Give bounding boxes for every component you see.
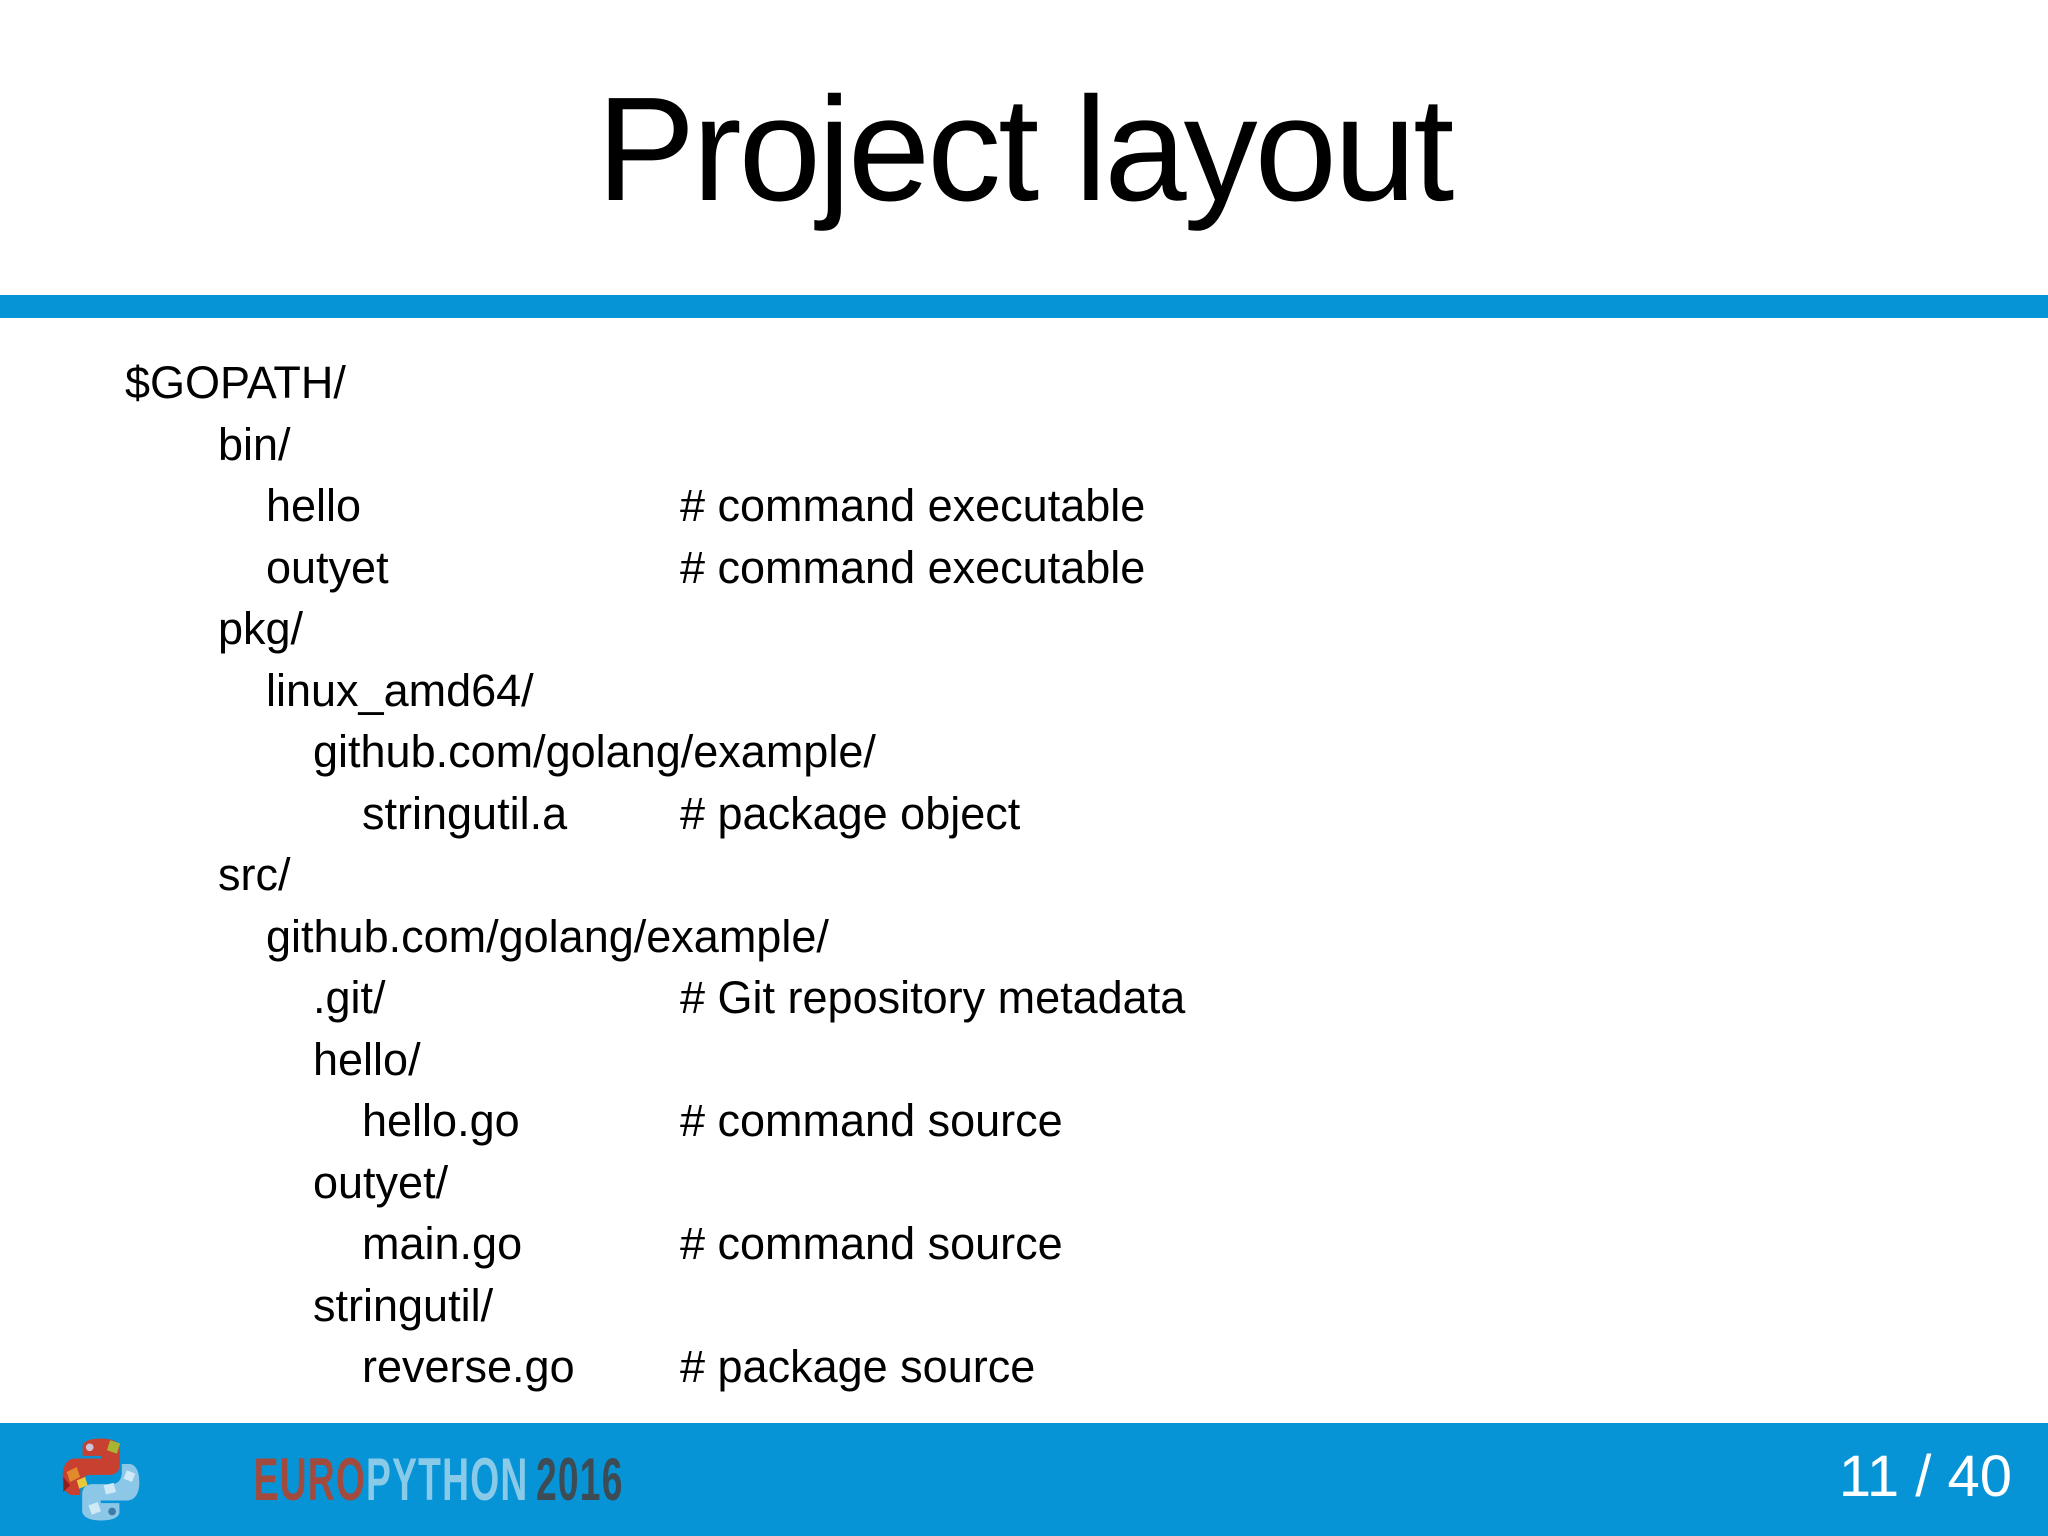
tree-entry-comment: # command executable	[680, 480, 1146, 531]
tree-entry-comment: # command executable	[680, 541, 1146, 593]
tree-line: hello # command executable	[0, 475, 2048, 537]
tree-line: hello.go # command source	[0, 1090, 2048, 1152]
tree-entry-name: github.com/golang/example/	[313, 726, 876, 777]
tree-entry-name: $GOPATH/	[125, 357, 346, 408]
tree-line: pkg/	[0, 598, 2048, 660]
tree-entry-name: stringutil/	[313, 1279, 494, 1331]
tree-line: outyet/	[0, 1152, 2048, 1214]
tree-line: .git/ # Git repository metadata	[0, 967, 2048, 1029]
logo-text-python: PYTHON	[366, 1446, 529, 1513]
tree-line: linux_amd64/	[0, 660, 2048, 722]
tree-entry-comment: # command source	[680, 1218, 1063, 1269]
tree-line: main.go # command source	[0, 1213, 2048, 1275]
tree-entry-name: github.com/golang/example/	[266, 910, 829, 962]
tree-line: stringutil.a # package object	[0, 783, 2048, 845]
slide-title: Project layout	[596, 67, 1455, 232]
tree-line: outyet # command executable	[0, 537, 2048, 599]
tree-line: bin/	[0, 414, 2048, 476]
tree-entry-name: .git/	[313, 972, 386, 1023]
logo-text-year: 2016	[535, 1446, 624, 1513]
tree-line: hello/	[0, 1029, 2048, 1091]
tree-entry-name: stringutil.a	[362, 787, 568, 839]
tree-entry-name: main.go	[362, 1218, 523, 1269]
tree-entry-name: pkg/	[218, 603, 304, 654]
title-accent-bar	[0, 295, 2048, 318]
tree-line: src/	[0, 844, 2048, 906]
tree-entry-comment: # command source	[680, 1095, 1063, 1146]
logo-text-euro: EURO	[253, 1446, 367, 1513]
tree-entry-name: outyet	[266, 541, 389, 593]
tree-line: github.com/golang/example/	[0, 906, 2048, 968]
tree-entry-name: hello	[266, 480, 362, 531]
tree-line: stringutil/	[0, 1275, 2048, 1337]
tree-entry-name: reverse.go	[362, 1341, 575, 1392]
tree-entry-name: hello/	[313, 1033, 421, 1085]
tree-entry-name: bin/	[218, 418, 291, 470]
tree-entry-name: hello.go	[362, 1095, 520, 1146]
tree-entry-name: linux_amd64/	[266, 664, 534, 716]
tree-line: reverse.go # package source	[0, 1336, 2048, 1398]
tree-line: $GOPATH/	[0, 352, 2048, 414]
tree-line: github.com/golang/example/	[0, 721, 2048, 783]
tree-entry-comment: # package source	[680, 1341, 1036, 1392]
tree-entry-comment: # package object	[680, 787, 1021, 839]
page-number: 11 / 40	[1838, 1444, 2012, 1509]
tree-entry-name: outyet/	[313, 1156, 449, 1208]
tree-entry-comment: # Git repository metadata	[680, 972, 1186, 1023]
europython-snakes-icon	[62, 1438, 140, 1521]
tree-entry-name: src/	[218, 849, 291, 900]
